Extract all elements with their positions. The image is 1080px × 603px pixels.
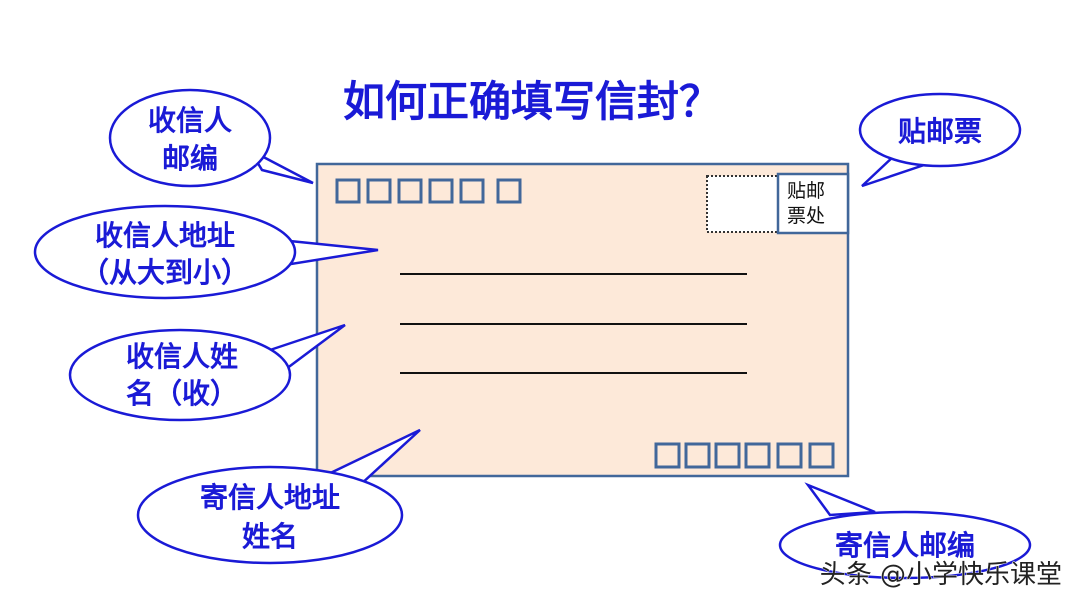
recipient-postcode-boxes [335, 178, 522, 204]
callout-sender-address-line1: 寄信人地址 [200, 481, 340, 514]
callout-recipient-name [68, 323, 346, 422]
callout-stamp [858, 92, 1022, 188]
callout-recipient-postcode [108, 88, 314, 188]
watermark: 头条 @小学快乐课堂 [820, 560, 1062, 590]
address-lines [400, 273, 747, 374]
callout-sender-address-name [136, 428, 421, 565]
callout-recipient-postcode-line1: 收信人 [148, 104, 232, 137]
callout-sender-postcode [778, 482, 1032, 580]
callout-stamp-text: 贴邮票 [898, 115, 982, 148]
callout-recipient-address-line2: （从大到小） [81, 256, 249, 289]
stamp-label-box [776, 172, 850, 235]
callout-recipient-address [33, 204, 379, 300]
callout-recipient-name-line1: 收信人姓 [126, 340, 238, 373]
stamp-label-line2: 票处 [787, 205, 825, 227]
callout-sender-postcode-text: 寄信人邮编 [835, 529, 975, 562]
callout-recipient-address-line1: 收信人地址 [95, 219, 235, 252]
stamp-label-line1: 贴邮 [787, 180, 825, 202]
stamp-area [706, 175, 779, 233]
page-title: 如何正确填写信封？ [343, 77, 721, 126]
sender-postcode-boxes [654, 442, 835, 469]
callout-recipient-name-line2: 名（收） [126, 377, 238, 410]
callout-recipient-postcode-line2: 邮编 [162, 142, 218, 175]
envelope: 贴邮 票处 [315, 162, 850, 478]
callout-sender-address-line2: 姓名 [242, 520, 298, 553]
